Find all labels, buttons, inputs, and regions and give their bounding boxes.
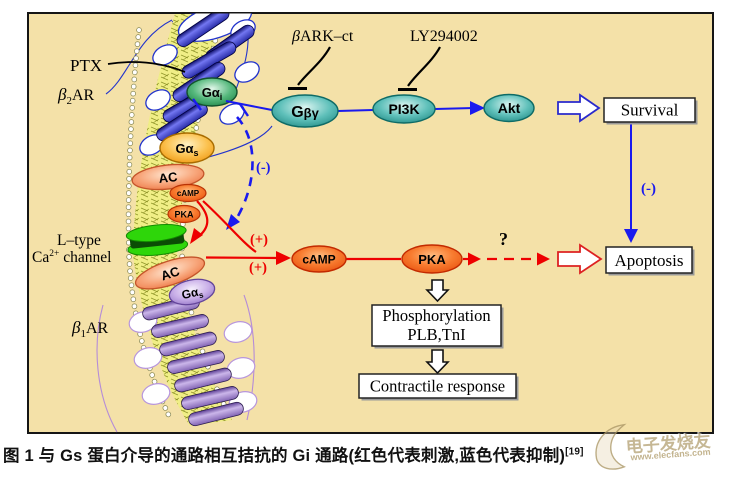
arrowhead-dashed-end (537, 252, 550, 266)
ptx-pointer-line (107, 61, 186, 73)
svg-text:PI3K: PI3K (388, 101, 419, 117)
svg-text:Contractile response: Contractile response (370, 377, 505, 396)
caption-reference: [19] (565, 446, 584, 458)
svg-text:cAMP: cAMP (177, 189, 200, 198)
ltype-ca-channel (125, 223, 189, 257)
svg-text:Survival: Survival (621, 101, 679, 120)
ly294002-inhibit-line (398, 46, 441, 91)
plus-bottom-label: (+) (249, 260, 267, 276)
bark-ct-label: βARK–ct (291, 28, 354, 45)
g-alpha-s-top-ellipse: Gαs (159, 132, 215, 164)
g-alpha-s-bottom-ellipse: Gαs (168, 278, 216, 306)
arrowhead-pka-channel (190, 228, 203, 244)
ltype-label-line2: Ca2+ channel (32, 249, 111, 266)
akt-ellipse: Akt (483, 93, 535, 123)
svg-text:cAMP: cAMP (302, 253, 335, 267)
svg-text:Phosphorylation: Phosphorylation (382, 306, 490, 325)
minus-gi-label: (-) (256, 160, 271, 176)
svg-text:AC: AC (159, 263, 182, 283)
phosphorylation-box: Phosphorylation PLB,TnI (371, 304, 504, 349)
ltype-label-line1: L–type (57, 232, 101, 249)
arrowhead-to-camp (276, 251, 291, 265)
arrowhead-after-pka (468, 252, 481, 266)
camp-small-ellipse: cAMP (169, 183, 207, 203)
svg-text:PLB,TnI: PLB,TnI (407, 325, 465, 344)
svg-text:Gβγ: Gβγ (291, 104, 319, 121)
figure-caption: 图 1 与 Gs 蛋白介导的通路相互拮抗的 Gi 通路(红色代表刺激,蓝色代表抑… (3, 446, 584, 466)
ly294002-label: LY294002 (410, 28, 478, 45)
arrowhead-survival-apoptosis (624, 229, 638, 243)
ac-top-ellipse: AC (131, 163, 205, 191)
g-alpha-i-ellipse: Gαi (186, 77, 238, 107)
minus-survival-label: (-) (641, 181, 656, 197)
svg-text:Gαs: Gαs (175, 141, 198, 158)
g-beta-gamma-ellipse: Gβγ (271, 94, 339, 128)
block-arrow-akt-survival (557, 93, 601, 123)
plus-top-label: (+) (250, 232, 268, 248)
pi3k-ellipse: PI3K (372, 94, 436, 124)
block-arrow-to-apoptosis (557, 243, 603, 275)
svg-text:Apoptosis: Apoptosis (615, 251, 684, 270)
ptx-label: PTX (70, 56, 102, 75)
beta2ar-label: β2AR (57, 85, 95, 107)
camp-ellipse: cAMP (291, 245, 347, 273)
block-arrow-phospho-down (425, 349, 450, 375)
bark-ct-inhibit-line (288, 46, 331, 90)
pka-ellipse: PKA (401, 244, 463, 274)
block-arrow-pka-down (425, 279, 450, 303)
ac-bottom-ellipse: AC (134, 256, 206, 290)
svg-text:AC: AC (158, 169, 179, 186)
svg-text:PKA: PKA (174, 210, 194, 220)
beta1ar-helices (142, 295, 244, 427)
svg-text:PKA: PKA (418, 252, 446, 267)
apoptosis-box: Apoptosis (605, 246, 695, 276)
arrowhead-pi3k-akt (470, 101, 485, 115)
gi-survival-pathway-lines (192, 98, 632, 234)
pka-small-ellipse: PKA (167, 204, 201, 224)
contractile-box: Contractile response (358, 373, 519, 401)
question-mark-label: ? (499, 229, 508, 249)
survival-box: Survival (603, 97, 698, 125)
svg-text:Akt: Akt (498, 100, 521, 116)
svg-text:Gαi: Gαi (202, 85, 223, 102)
svg-text:Gαs: Gαs (180, 284, 204, 304)
beta1ar-label: β1AR (71, 318, 109, 340)
